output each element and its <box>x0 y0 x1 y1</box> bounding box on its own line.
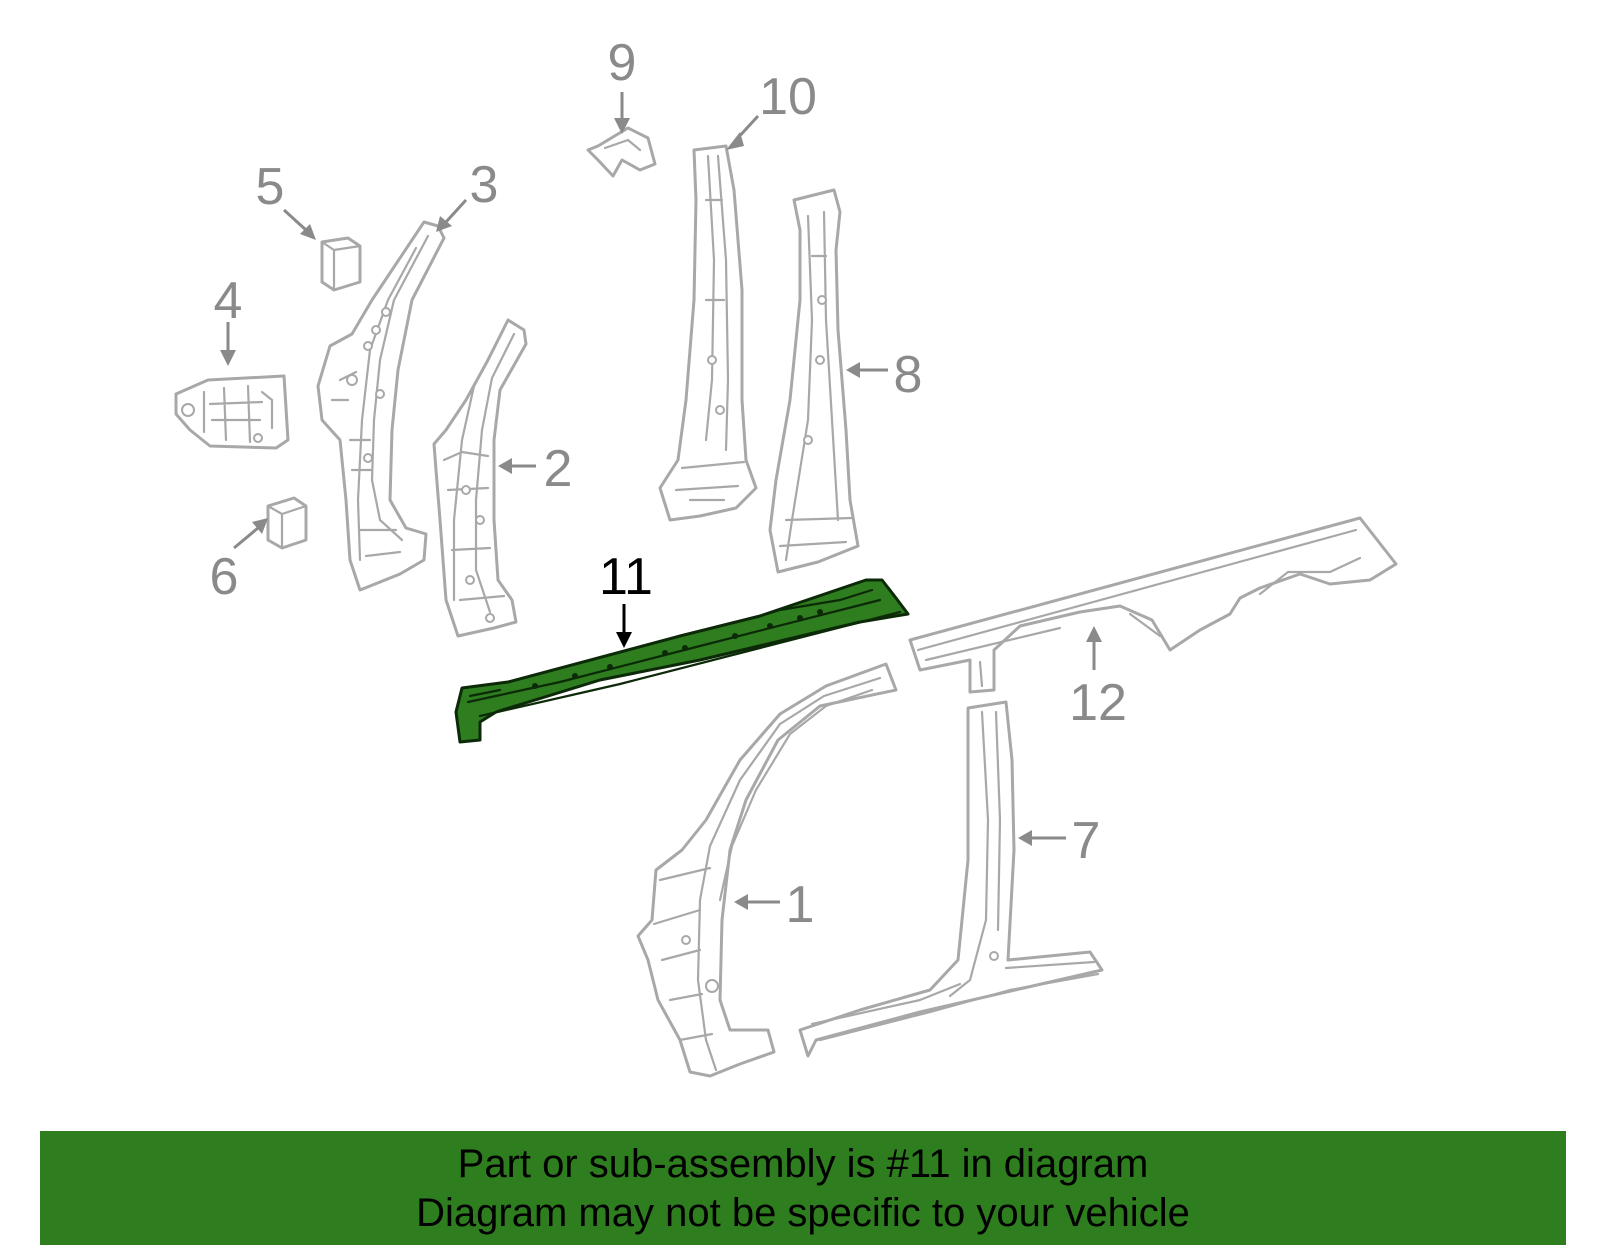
part-4-plate[interactable] <box>174 374 290 450</box>
callout-5: 5 <box>256 158 285 216</box>
callout-12: 12 <box>1069 674 1127 732</box>
callout-11: 11 <box>599 548 653 606</box>
callout-8: 8 <box>894 346 923 404</box>
part-2-pillar[interactable] <box>432 318 528 638</box>
leader-12 <box>1086 626 1102 670</box>
part-10-pillar[interactable] <box>658 144 758 522</box>
leader-10 <box>726 114 760 150</box>
banner-line-part: Part or sub-assembly is #11 in diagram <box>457 1142 1149 1186</box>
info-banner: Part or sub-assembly is #11 in diagram D… <box>40 1131 1566 1245</box>
part-8-pillar[interactable] <box>768 188 860 574</box>
leader-9 <box>614 92 630 134</box>
part-3-pillar[interactable] <box>316 220 446 592</box>
leader-7 <box>1018 830 1066 846</box>
callout-3: 3 <box>470 156 499 214</box>
callout-10: 10 <box>759 68 817 126</box>
callout-9: 9 <box>608 34 637 92</box>
callout-7: 7 <box>1072 812 1101 870</box>
part-11-rocker-highlighted[interactable] <box>454 578 910 744</box>
part-6-block[interactable] <box>266 496 308 550</box>
leader-2 <box>498 458 536 474</box>
leader-1 <box>734 894 780 910</box>
leader-11 <box>616 604 632 648</box>
leader-8 <box>846 362 888 378</box>
part-12-rail[interactable] <box>908 516 1398 694</box>
leader-3 <box>436 198 468 232</box>
part-7-pillar[interactable] <box>798 700 1104 1058</box>
leader-5 <box>282 208 316 240</box>
callout-6: 6 <box>210 548 239 606</box>
callout-2: 2 <box>544 440 573 498</box>
part-1-body-side[interactable] <box>636 662 898 1078</box>
part-5-block[interactable] <box>320 236 362 292</box>
part-9-bracket[interactable] <box>586 126 657 178</box>
callout-1: 1 <box>786 876 815 934</box>
banner-line-disclaimer: Diagram may not be specific to your vehi… <box>416 1191 1190 1235</box>
leader-4 <box>220 322 236 366</box>
callout-4: 4 <box>214 272 243 330</box>
leader-6 <box>233 518 268 550</box>
